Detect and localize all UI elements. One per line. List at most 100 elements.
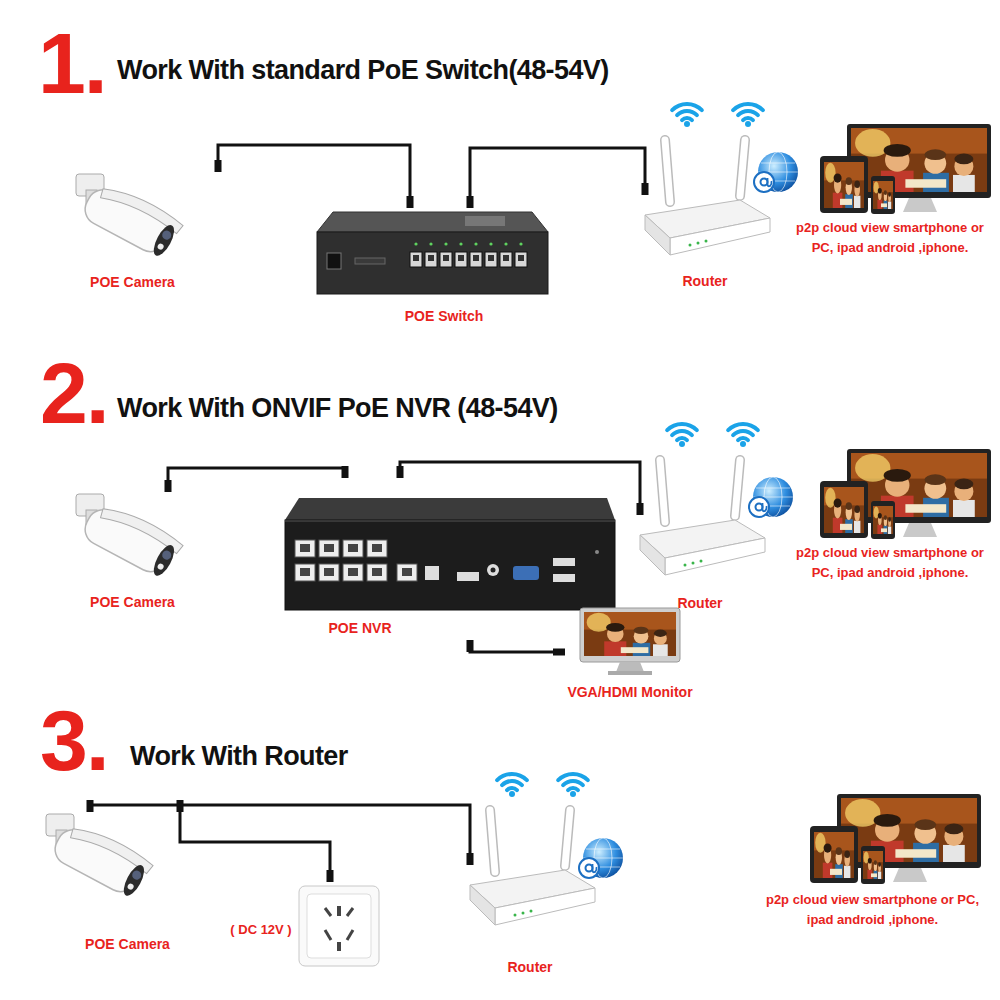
poe-switch-illustration-part — [444, 242, 447, 245]
poe-switch-illustration-part — [425, 252, 437, 267]
monitor-illustration-part — [584, 612, 676, 656]
rj45-plug — [397, 466, 404, 478]
router-illustration-part — [700, 560, 703, 563]
router-illustration-part — [740, 441, 746, 447]
viewing-devices-illustration-part — [873, 181, 893, 209]
viewing-devices-illustration-part — [820, 156, 868, 213]
poe-switch-illustration-part — [489, 242, 492, 245]
power-outlet-illustration-part — [299, 886, 379, 966]
camera-node: POE Camera — [70, 172, 230, 292]
internet-globe — [749, 477, 793, 517]
viewing-devices-illustration-part — [834, 499, 842, 508]
router-illustration — [630, 90, 780, 265]
router-node: Router — [630, 195, 780, 290]
rj45-plug — [642, 183, 649, 195]
power-outlet-illustration-part — [347, 908, 353, 916]
viewing-devices-illustration-part — [878, 872, 881, 879]
device-label: p2p cloud view smartphone or PC, ipad an… — [785, 218, 995, 257]
rj45-plug — [467, 640, 474, 652]
poe-switch-illustration-part — [458, 255, 464, 261]
switch-node: POE Switch — [315, 208, 550, 326]
poe-switch-illustration-part — [518, 255, 524, 261]
devices-node: p2p cloud view smartphone or PC, ipad an… — [755, 792, 990, 927]
camera-illustration-part — [127, 883, 135, 891]
poe-nvr-illustration-part — [402, 568, 412, 576]
poe-switch-illustration-part — [515, 252, 527, 267]
viewing-devices-illustration-part — [810, 826, 858, 883]
internet-globe — [754, 152, 798, 192]
device-label: POE Camera — [70, 272, 195, 293]
viewing-devices-illustration-part — [895, 849, 936, 858]
viewing-devices-illustration-part — [953, 175, 975, 192]
router-illustration-part — [705, 240, 708, 243]
camera-node: POE Camera — [70, 492, 190, 614]
viewing-devices-illustration-part — [824, 487, 864, 533]
router-illustration-part — [470, 885, 495, 925]
router-illustration-part — [660, 460, 665, 522]
rj45-plug — [637, 503, 644, 515]
viewing-devices-illustration-part — [871, 176, 895, 214]
router-illustration — [625, 410, 775, 585]
viewing-devices-illustration-part — [837, 794, 981, 868]
network-cable — [400, 462, 640, 515]
viewing-devices-illustration-part — [884, 144, 911, 157]
camera-illustration-part — [161, 229, 173, 241]
viewing-devices-illustration-part — [888, 192, 891, 197]
viewing-devices-illustration-part — [888, 517, 891, 522]
viewing-devices-illustration-part — [903, 523, 937, 537]
router-illustration-part — [565, 810, 570, 866]
viewing-devices-illustration-part — [954, 154, 973, 165]
power-outlet-illustration-part — [337, 906, 341, 916]
viewing-devices-illustration-part — [824, 162, 864, 208]
poe-switch-illustration-part — [465, 216, 505, 226]
poe-nvr-illustration-part — [367, 564, 387, 581]
camera-illustration-part — [150, 222, 178, 259]
viewing-devices-illustration-part — [871, 501, 895, 539]
viewing-devices-illustration-part — [893, 868, 927, 882]
power-outlet-illustration-part — [325, 908, 331, 916]
device-label: Router — [480, 957, 580, 978]
monitor-illustration-part — [621, 647, 649, 653]
viewing-devices-illustration-part — [924, 149, 946, 160]
camera-illustration-part — [150, 542, 178, 579]
poe-switch-illustration-part — [488, 255, 494, 261]
poe-nvr-illustration-part — [372, 568, 382, 576]
router-illustration-part — [679, 441, 685, 447]
router-illustration-part — [660, 460, 665, 522]
router-illustration-part — [692, 562, 695, 565]
viewing-devices-illustration-part — [905, 179, 946, 188]
viewing-devices-illustration-part — [861, 846, 885, 884]
poe-switch-illustration-part — [355, 258, 385, 264]
router-illustration-part — [684, 564, 687, 567]
poe-nvr-illustration-part — [285, 498, 615, 520]
poe-nvr-illustration-part — [595, 550, 599, 554]
poe-switch-illustration-part — [413, 255, 419, 261]
poe-nvr-illustration-part — [300, 544, 310, 552]
viewing-devices-illustration-part — [878, 188, 882, 194]
power-outlet-illustration-part — [325, 930, 331, 940]
viewing-devices-illustration-part — [840, 199, 852, 205]
viewing-devices-illustration-part — [846, 177, 852, 185]
poe-nvr-illustration-part — [397, 564, 417, 581]
viewing-devices-illustration-part — [863, 851, 883, 879]
router-illustration-part — [740, 140, 745, 196]
poe-switch-illustration-part — [414, 242, 417, 245]
router-illustration-part — [563, 781, 583, 785]
viewing-devices-illustration-part — [844, 866, 850, 878]
camera-illustration-part — [161, 549, 173, 561]
poe-nvr-illustration-part — [319, 540, 339, 557]
rj45-plug — [87, 800, 94, 812]
router-node: Router — [625, 515, 775, 610]
camera-illustration-part — [120, 862, 148, 899]
poe-nvr-illustration-part — [348, 544, 358, 552]
monitor-illustration-part — [654, 630, 667, 637]
poe-nvr-illustration-part — [285, 521, 615, 522]
poe-switch-illustration-part — [474, 242, 477, 245]
poe-nvr-illustration-part — [425, 566, 439, 580]
poe-nvr-illustration-part — [372, 544, 382, 552]
router-illustration-part — [733, 104, 763, 110]
monitor-illustration — [570, 608, 690, 676]
router-illustration-part — [697, 242, 700, 245]
